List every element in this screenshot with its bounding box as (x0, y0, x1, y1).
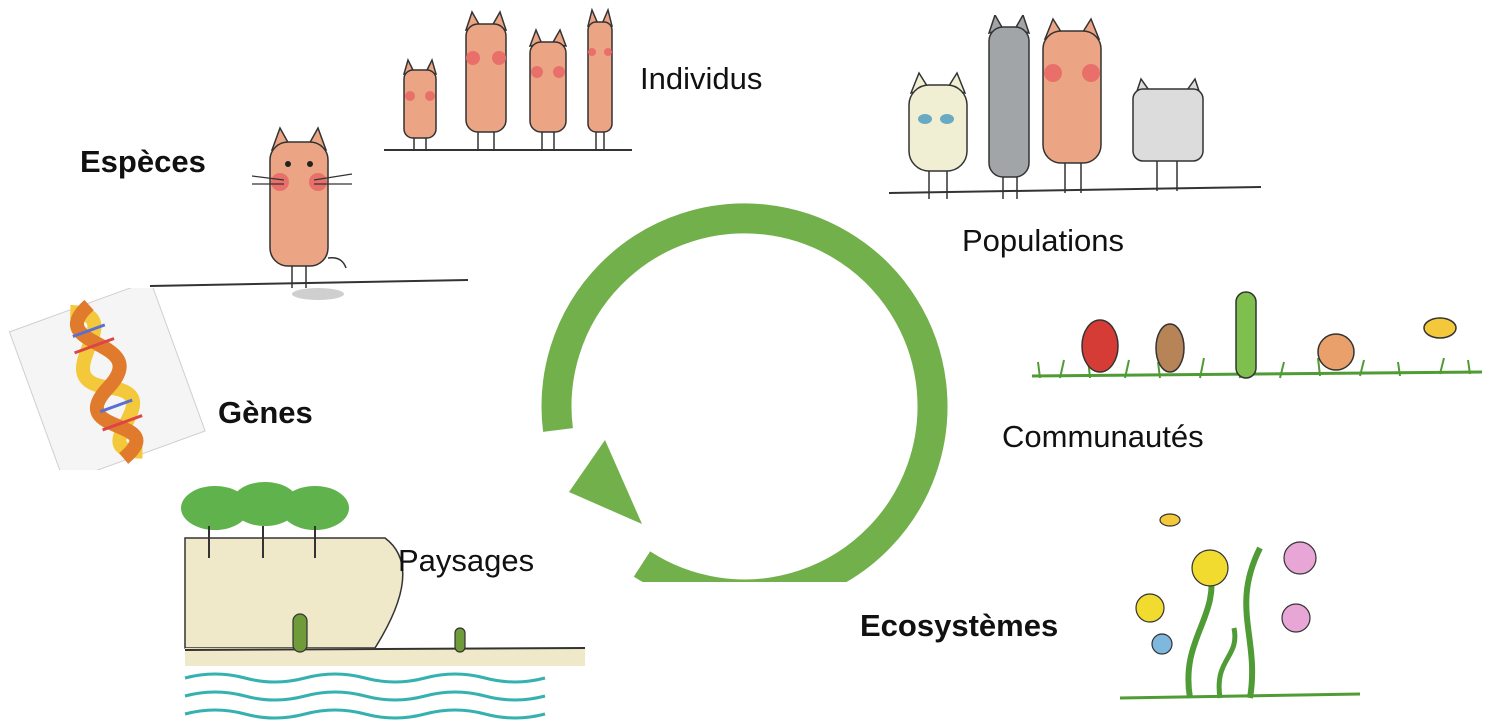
especes-illustration (149, 126, 469, 300)
cat-medium-icon (528, 27, 568, 150)
cat-small-icon (402, 57, 438, 150)
bee-icon (1423, 317, 1457, 339)
cycle-arrow-ring (541, 203, 948, 582)
cat-gray-icon (1132, 77, 1204, 191)
tree-icon (181, 482, 349, 558)
ecosystemes-illustration (1119, 513, 1361, 700)
paysages-illustration (181, 482, 586, 720)
cycle-arrow-head (569, 440, 642, 524)
flower-pink-icon (1283, 541, 1317, 575)
snail-icon (1317, 333, 1355, 371)
populations-illustration (888, 15, 1262, 199)
label-ecosystemes: Ecosystèmes (860, 608, 1059, 643)
worm-icon (1235, 291, 1257, 379)
label-especes: Espèces (80, 144, 206, 179)
flower-yellow-icon (1191, 549, 1229, 587)
cat-gray-tall-icon (987, 15, 1031, 199)
label-genes: Gènes (218, 395, 313, 430)
label-paysages: Paysages (398, 543, 535, 578)
cat-cream-icon (908, 71, 968, 199)
communautes-illustration (1031, 291, 1483, 379)
genes-illustration (8, 288, 206, 470)
label-individus: Individus (640, 61, 763, 96)
ladybug-icon (1081, 319, 1119, 373)
cat-orange-icon (1042, 17, 1102, 193)
bee-icon (1159, 513, 1181, 527)
individus-illustration (384, 7, 632, 151)
cat-thin-icon (586, 7, 614, 150)
ant-icon (1155, 323, 1185, 373)
cycle-arrow (541, 203, 948, 582)
cactus-icon (292, 613, 308, 653)
cat-tall-icon (464, 10, 508, 150)
label-communautes: Communautés (1002, 419, 1204, 454)
label-populations: Populations (962, 223, 1125, 258)
